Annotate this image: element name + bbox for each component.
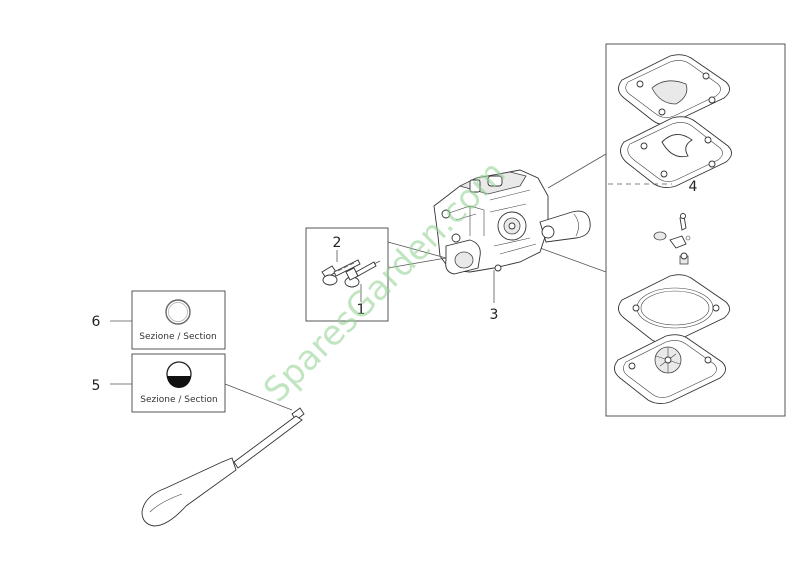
diaphragm-top xyxy=(618,54,730,125)
kit-box-4 xyxy=(605,43,786,417)
callout-1: 1 xyxy=(357,302,366,318)
section-caption-5: Sezione / Section xyxy=(140,395,217,405)
adjustment-screwdriver xyxy=(141,407,305,527)
needle-box xyxy=(305,227,447,322)
carburetor xyxy=(433,169,591,275)
section-caption-6: Sezione / Section xyxy=(139,332,216,342)
watermark-text: SparesGarden.com xyxy=(256,153,513,410)
gasket-top xyxy=(620,116,732,189)
section-box-5: Sezione / Section xyxy=(131,353,226,413)
diaphragm-bottom xyxy=(614,334,726,405)
kit-leader-lines xyxy=(539,153,672,273)
callout-3: 3 xyxy=(490,307,499,323)
gasket-bottom xyxy=(618,274,730,345)
callout-5: 5 xyxy=(92,378,101,394)
section-box-6: Sezione / Section xyxy=(131,290,226,350)
callout-2: 2 xyxy=(333,235,342,251)
callout-6: 6 xyxy=(92,314,101,330)
callout-4: 4 xyxy=(689,179,698,195)
small-hardware xyxy=(653,213,691,265)
